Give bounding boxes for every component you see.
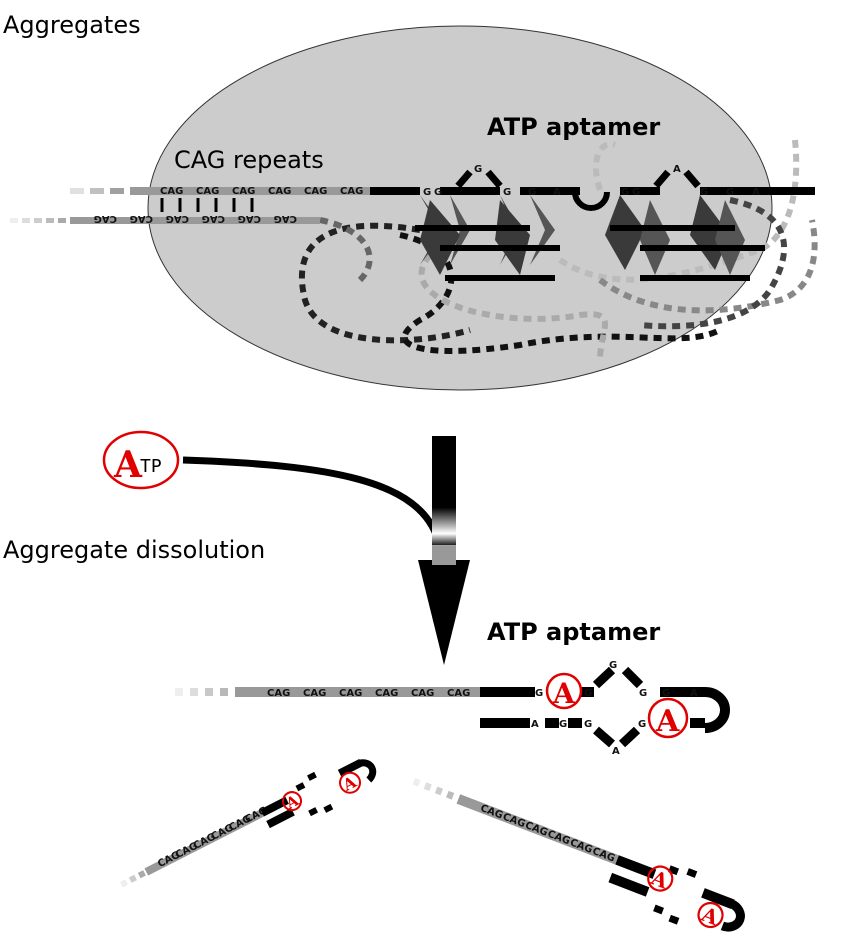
svg-text:A: A [531,719,539,730]
svg-text:G: G [662,688,670,699]
svg-text:CAG: CAG [340,186,363,197]
svg-text:CAG: CAG [304,186,327,197]
svg-text:CAG: CAG [303,688,326,699]
aggregate-dissolution-label: Aggregate dissolution [3,536,265,564]
svg-text:G: G [503,187,511,198]
svg-text:CAG: CAG [160,186,183,197]
svg-text:G: G [474,164,482,175]
svg-text:A: A [673,164,681,175]
svg-text:CAG: CAG [375,688,398,699]
svg-text:A: A [552,677,576,710]
arrow-fade [432,545,456,565]
svg-text:CAG: CAG [267,688,290,699]
quadruplex-right [605,195,765,281]
svg-text:G: G [528,187,536,198]
atp-aptamer-title-bottom: ATP aptamer [487,618,660,646]
svg-text:G: G [726,187,734,198]
atp-bound-2: A [647,697,689,739]
svg-text:G: G [638,719,646,730]
cag-repeats-label: CAG repeats [174,146,324,174]
svg-text:G: G [584,719,592,730]
svg-text:G: G [535,688,543,699]
base-pair-ticks [160,198,254,212]
down-arrow [418,436,470,665]
svg-text:A: A [752,187,760,198]
aggregates-label: Aggregates [3,11,141,39]
atp-badge: A TP [102,430,180,490]
svg-text:G: G [632,187,640,198]
svg-text:CAG: CAG [501,811,527,830]
svg-text:G: G [559,719,567,730]
svg-text:G: G [434,187,442,198]
svg-text:CAG: CAG [523,820,549,839]
svg-text:G: G [621,187,629,198]
svg-text:CAG: CAG [447,688,470,699]
svg-text:G: G [639,688,647,699]
dissolved-strand-left: CAG CAG CAG CAG CAG CAG A A [120,758,377,888]
svg-text:G: G [609,660,617,671]
svg-text:CAG: CAG [274,213,297,224]
svg-text:G: G [700,187,708,198]
svg-text:CAG: CAG [411,688,434,699]
svg-text:CAG: CAG [94,213,117,224]
top-strand-cag: CAG CAG CAG CAG CAG CAG [160,186,363,197]
atp-bound-1: A [545,672,583,710]
dissolved-strand-right: CAG CAG CAG CAG CAG CAG A A [412,778,745,932]
svg-text:G: G [423,187,431,198]
atp-aptamer-title-top: ATP aptamer [487,113,660,141]
svg-text:CAG: CAG [568,837,594,856]
svg-text:CAG: CAG [479,803,505,822]
svg-text:CAG: CAG [166,213,189,224]
svg-text:CAG: CAG [268,186,291,197]
svg-text:CAG: CAG [339,688,362,699]
dissolved-strand-main: CAG CAG CAG CAG CAG CAG G G G G G A A G … [175,660,730,757]
svg-text:A: A [697,902,721,930]
svg-text:A: A [113,444,143,486]
svg-text:CAG: CAG [591,846,617,865]
svg-text:TP: TP [140,456,162,477]
atp-curve-line [182,456,442,542]
svg-text:A: A [690,688,698,699]
inverted-cag-strand: CAG CAG CAG CAG CAG CAG [10,213,320,224]
top-strand [70,169,815,211]
svg-text:CAG: CAG [196,186,219,197]
svg-text:A: A [655,704,680,739]
svg-text:A: A [553,187,561,198]
svg-text:A: A [612,746,620,757]
svg-text:CAG: CAG [130,213,153,224]
svg-text:CAG: CAG [232,186,255,197]
svg-text:G: G [584,688,592,699]
quadruplex-left [415,195,560,281]
svg-text:CAG: CAG [202,213,225,224]
svg-text:CAG: CAG [546,829,572,848]
svg-text:CAG: CAG [238,213,261,224]
top-strand-bases: G G G G G A G G A G G A [423,164,760,198]
